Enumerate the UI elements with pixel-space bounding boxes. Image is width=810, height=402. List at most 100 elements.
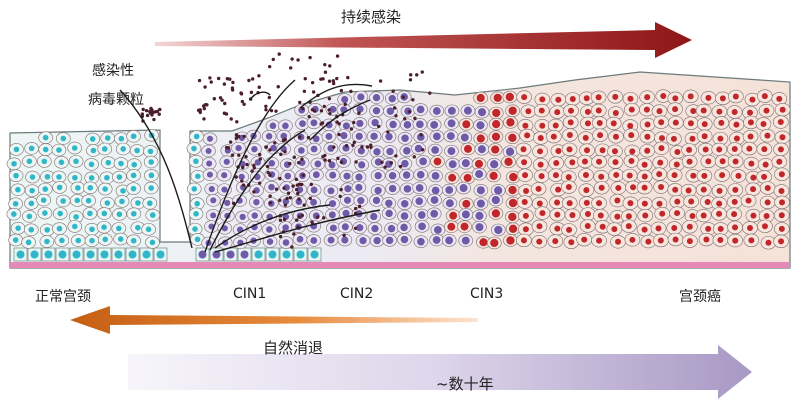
cell-nucleus (690, 108, 697, 115)
cell-nucleus (630, 184, 637, 191)
cell-nucleus (659, 210, 666, 217)
virus-particle (288, 162, 292, 166)
cell-nucleus (325, 132, 333, 140)
virus-particle (383, 165, 387, 169)
cell-nucleus (552, 238, 559, 245)
cell-nucleus (688, 198, 695, 205)
virus-particle (310, 220, 314, 224)
cell-nucleus (749, 96, 756, 103)
cell-nucleus (642, 212, 649, 219)
virus-particle (401, 95, 405, 99)
cell-nucleus (310, 186, 318, 194)
cell-nucleus (385, 236, 394, 245)
cell-nucleus (537, 161, 544, 168)
virus-particle (222, 82, 227, 86)
cell-nucleus (148, 159, 154, 165)
cell-nucleus (56, 225, 63, 232)
cell-nucleus (705, 158, 712, 165)
cell-nucleus (42, 134, 49, 141)
basal-nucleus (198, 250, 207, 259)
virus-particle (386, 130, 390, 134)
cell-nucleus (73, 158, 79, 165)
cell-nucleus (463, 106, 472, 115)
cell-nucleus (567, 119, 574, 126)
virus-particle (271, 57, 275, 62)
cell-nucleus (490, 238, 499, 248)
virus-particle (242, 102, 246, 107)
virus-particle (274, 187, 279, 191)
cell-nucleus (44, 238, 50, 245)
cell-nucleus (716, 108, 723, 115)
cell-nucleus (717, 225, 724, 232)
virus-particle (297, 197, 301, 201)
cell-nucleus (193, 158, 199, 165)
virus-particle (197, 78, 202, 83)
basal-nucleus (58, 250, 67, 259)
cell-nucleus (372, 196, 381, 205)
cell-nucleus (432, 132, 441, 141)
cell-nucleus (613, 171, 620, 178)
cell-nucleus (644, 94, 651, 101)
virus-particle (268, 201, 273, 205)
cell-nucleus (689, 135, 696, 142)
spread-path-4 (214, 209, 381, 253)
cell-nucleus (732, 224, 739, 231)
virus-particle (292, 232, 296, 236)
cell-nucleus (745, 197, 752, 204)
cell-nucleus (295, 198, 303, 206)
virus-particle (302, 203, 306, 207)
cell-nucleus (750, 186, 757, 193)
virus-particle (365, 145, 370, 149)
virus-particle (339, 187, 343, 192)
virus-particle (245, 162, 249, 167)
cell-nucleus (385, 132, 393, 141)
virus-particle (323, 158, 327, 162)
cell-nucleus (418, 222, 426, 231)
cell-nucleus (195, 173, 201, 180)
cell-nucleus (595, 94, 602, 101)
cell-nucleus (733, 121, 740, 128)
cell-nucleus (476, 134, 485, 143)
cell-nucleus (191, 145, 197, 152)
virus-particle (294, 187, 299, 192)
virus-particle (250, 169, 254, 173)
cell-nucleus (356, 105, 364, 113)
virus-particle (331, 79, 336, 83)
cell-nucleus (60, 135, 67, 142)
cell-nucleus (358, 161, 366, 169)
virus-particle (389, 161, 394, 165)
cell-nucleus (761, 146, 768, 153)
cell-nucleus (57, 210, 63, 217)
cell-nucleus (716, 200, 723, 207)
cell-nucleus (356, 224, 364, 232)
cell-nucleus (761, 173, 768, 180)
virus-particle (277, 52, 281, 56)
cell-nucleus (447, 106, 456, 115)
cell-nucleus (253, 198, 260, 206)
cell-nucleus (474, 159, 484, 168)
cell-nucleus (266, 226, 273, 233)
cell-nucleus (462, 199, 471, 208)
virus-particle (228, 140, 233, 144)
cell-nucleus (117, 236, 124, 242)
natural-regression-arrow (70, 306, 478, 334)
virus-particle (268, 173, 272, 177)
virus-particle (296, 191, 300, 196)
cell-nucleus (28, 226, 35, 233)
virus-particle (278, 234, 283, 239)
cell-nucleus (641, 173, 648, 180)
cell-nucleus (59, 237, 65, 244)
cell-nucleus (777, 146, 784, 153)
cell-nucleus (448, 173, 457, 182)
cell-nucleus (491, 132, 501, 141)
cell-nucleus (221, 172, 228, 179)
cell-nucleus (87, 184, 94, 191)
virus-particle (222, 111, 227, 115)
cell-nucleus (687, 93, 694, 100)
virus-particle (303, 76, 307, 81)
virus-particle (242, 134, 246, 139)
cell-nucleus (341, 223, 349, 231)
cell-nucleus (414, 144, 423, 153)
virus-particle (202, 117, 206, 121)
cell-nucleus (659, 135, 666, 142)
